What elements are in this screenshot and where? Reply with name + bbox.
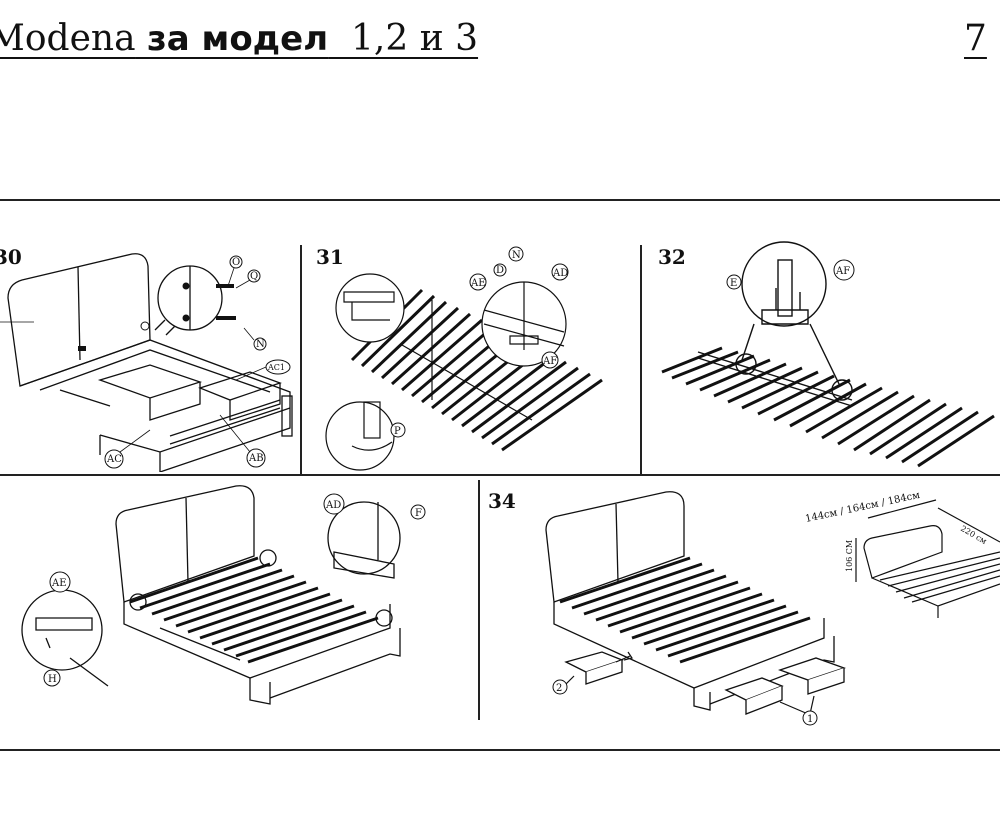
divider-bottom xyxy=(0,749,1000,751)
step-34-label: 34 xyxy=(488,489,516,513)
callout-AE: AE xyxy=(470,278,486,289)
callout-E: E xyxy=(730,278,737,289)
page-number: 7 xyxy=(964,18,987,59)
callout-AF: AF xyxy=(542,356,557,367)
divider-top xyxy=(0,199,1000,201)
callout-AD: AD xyxy=(325,500,341,511)
title-latin: Modena xyxy=(0,18,136,59)
callout-2: 2 xyxy=(556,683,562,694)
callout-AF: AF xyxy=(835,266,850,277)
step-32-illustration: E AF xyxy=(642,240,1000,472)
callout-AC: AC xyxy=(106,454,122,465)
callout-F: F xyxy=(415,508,422,519)
callout-AD: AD xyxy=(552,268,568,279)
step-31-label: 31 xyxy=(316,245,344,269)
step-34-illustration: 2 1 144см / 164см / 184см 220 см 106 СМ xyxy=(480,478,1000,746)
divider-middle xyxy=(0,474,1000,476)
callout-1: 1 xyxy=(807,714,813,725)
dimension-height: 106 СМ xyxy=(845,540,854,572)
callout-AE: AE xyxy=(51,578,67,589)
callout-O: O xyxy=(232,257,240,268)
callout-AB: AB xyxy=(248,453,264,464)
page-title: Modena за модел 1,2 и 3 xyxy=(0,14,478,64)
callout-AC1: AC1 xyxy=(267,363,285,372)
callout-N: N xyxy=(512,250,521,261)
title-models: 1,2 и 3 xyxy=(351,18,479,59)
callout-N: N xyxy=(256,339,265,350)
step-30-label: 30 xyxy=(0,245,22,269)
step-32-label: 32 xyxy=(658,245,686,269)
divider-v3 xyxy=(478,480,480,720)
title-cyrillic: за модел xyxy=(147,19,329,59)
step-33-illustration: AE H AD F xyxy=(0,478,476,746)
callout-D: D xyxy=(496,265,504,276)
callout-P: P xyxy=(394,426,401,437)
step-30-illustration: O Q N AC1 AC AB xyxy=(0,240,298,472)
divider-v2 xyxy=(640,245,642,474)
dimension-width: 144см / 164см / 184см xyxy=(804,490,921,525)
callout-Q: Q xyxy=(250,271,258,282)
step-31-illustration: N D AE AD AF P xyxy=(302,240,638,472)
callout-H: H xyxy=(48,674,57,685)
divider-v1 xyxy=(300,245,302,474)
